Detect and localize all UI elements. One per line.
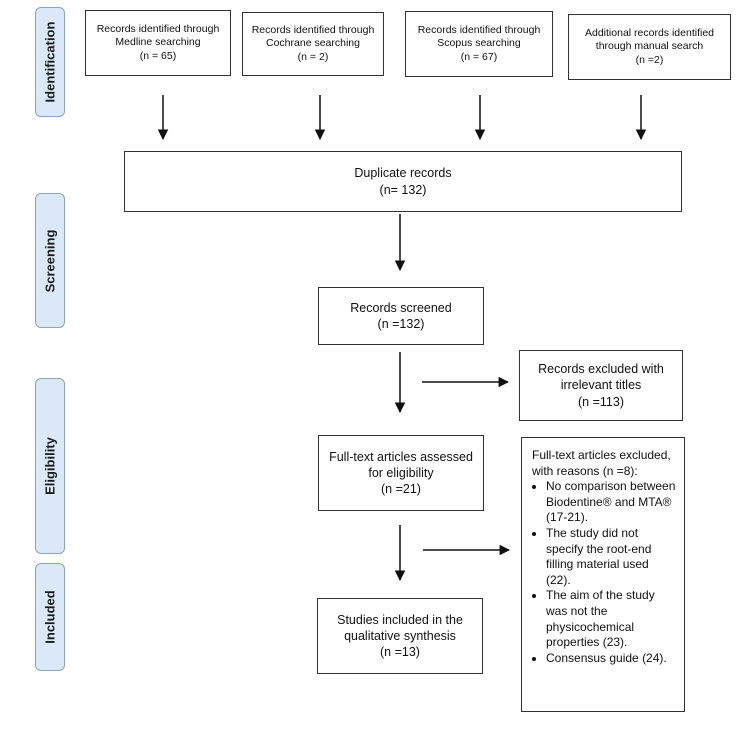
source-manual-box: Additional records identified through ma… — [568, 14, 731, 80]
box-count: (n= 132) — [379, 182, 427, 197]
box-text: Medline searching — [115, 36, 201, 49]
source-scopus-box: Records identified through Scopus search… — [405, 11, 553, 77]
exclusion-reason: The aim of the study was not the physico… — [546, 588, 676, 650]
exclusion-reason: The study did not specify the root-end f… — [546, 526, 676, 588]
phase-label: Included — [42, 590, 58, 644]
included-studies-box: Studies included in the qualitative synt… — [317, 598, 483, 674]
fulltext-assessed-box: Full-text articles assessed for eligibil… — [318, 435, 484, 511]
box-text: Records identified through — [251, 23, 375, 36]
phase-label: Screening — [42, 229, 58, 292]
box-count: (n =2) — [635, 53, 664, 66]
excluded-heading: Full-text articles excluded, with reason… — [532, 448, 671, 478]
excluded-fulltext-box: Full-text articles excluded, with reason… — [521, 437, 685, 712]
phase-eligibility: Eligibility — [35, 378, 65, 554]
box-text: Records excluded with — [538, 362, 664, 377]
box-text: Additional records identified — [585, 26, 714, 39]
exclusion-reason: No comparison between Biodentine® and MT… — [546, 479, 676, 526]
box-text: Studies included in the — [337, 612, 463, 627]
exclusion-reasons-list: No comparison between Biodentine® and MT… — [532, 479, 676, 666]
exclusion-reason: Consensus guide (24). — [546, 651, 676, 667]
box-text: qualitative synthesis — [344, 628, 456, 643]
screened-box: Records screened (n =132) — [318, 287, 484, 345]
phase-included: Included — [35, 563, 65, 671]
box-count: (n = 65) — [139, 49, 177, 62]
box-count: (n = 2) — [297, 50, 329, 63]
box-count: (n =13) — [380, 645, 420, 660]
phase-screening: Screening — [35, 193, 65, 328]
source-medline-box: Records identified through Medline searc… — [85, 10, 231, 76]
box-text: irrelevant titles — [560, 378, 642, 393]
box-text: Records screened — [350, 300, 452, 315]
duplicates-box: Duplicate records (n= 132) — [124, 151, 682, 212]
box-count: (n =132) — [377, 317, 425, 331]
box-text: Records identified through — [96, 22, 220, 35]
phase-label: Eligibility — [42, 437, 58, 495]
box-text: Records identified through — [417, 23, 541, 36]
box-text: Duplicate records — [354, 166, 452, 181]
phase-identification: Identification — [35, 7, 65, 117]
box-text: through manual search — [595, 40, 704, 53]
box-text: Full-text articles assessed — [329, 449, 473, 464]
box-text: for eligibility — [368, 465, 434, 480]
box-count: (n = 67) — [460, 50, 498, 63]
source-cochrane-box: Records identified through Cochrane sear… — [242, 12, 384, 76]
box-count: (n =113) — [578, 394, 624, 409]
excluded-titles-box: Records excluded with irrelevant titles … — [519, 350, 683, 421]
box-text: Cochrane searching — [266, 37, 360, 50]
box-count: (n =21) — [381, 482, 421, 497]
phase-label: Identification — [42, 21, 58, 103]
box-text: Scopus searching — [437, 37, 521, 50]
